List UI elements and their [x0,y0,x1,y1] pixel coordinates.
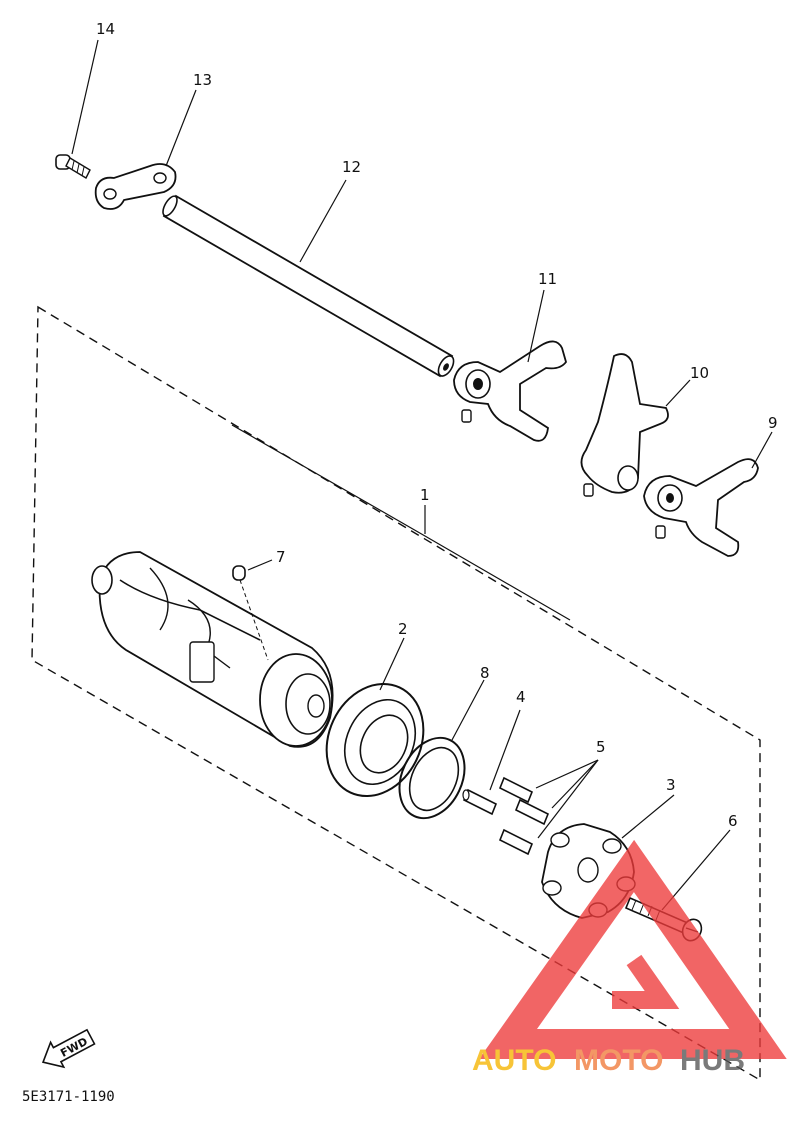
circlip-8 [398,736,466,820]
callout-2: 2 [398,620,408,638]
fwd-arrow-icon: FWD [41,1028,96,1069]
pin-7 [232,565,269,661]
callout-5: 5 [596,738,606,756]
callout-13-leader [165,89,197,167]
callout-10-leader [665,379,691,407]
stopper-plate-13 [94,163,177,210]
callout-4-leader [489,709,521,791]
part-code: 5E3171-1190 [22,1089,115,1105]
assembly-outline [31,305,761,1082]
watermark-moto: MOTO [574,1044,663,1077]
screw-14 [55,154,91,179]
callout-8-leader [451,679,485,741]
callout-7: 7 [276,548,286,566]
shift-cam-drum [91,551,334,748]
callout-12-leader [299,179,347,263]
callout-14-leader [71,39,99,155]
callout-3: 3 [666,776,676,794]
callout-9: 9 [768,414,778,432]
pins-5 [498,776,550,856]
callout-11-leader [527,289,545,363]
callout-13: 13 [193,71,212,89]
callout-3-leader [621,794,675,839]
callout-4: 4 [516,688,526,706]
bearing-2 [325,682,425,798]
callout-8: 8 [480,664,490,682]
callout-11: 11 [538,270,557,288]
callout-1: 1 [420,486,430,504]
pin-4 [462,788,498,816]
callout-12: 12 [342,158,361,176]
watermark-hub: HUB [680,1044,745,1077]
callout-7-leader [247,559,273,571]
callout-9-leader [751,431,773,469]
automotohub-watermark-logo: AUTO MOTO HUB [472,839,787,1077]
callout-10: 10 [690,364,709,382]
callout-14: 14 [96,20,115,38]
shift-fork-10 [580,353,669,497]
callout-2-leader [379,637,405,691]
shift-fork-9 [643,458,759,557]
shift-fork-11 [453,340,567,442]
watermark-auto: AUTO [472,1044,556,1077]
callout-5-leaders [535,759,599,839]
assembly-bracket [231,424,571,621]
guide-bar-12 [162,194,455,378]
callout-6: 6 [728,812,738,830]
